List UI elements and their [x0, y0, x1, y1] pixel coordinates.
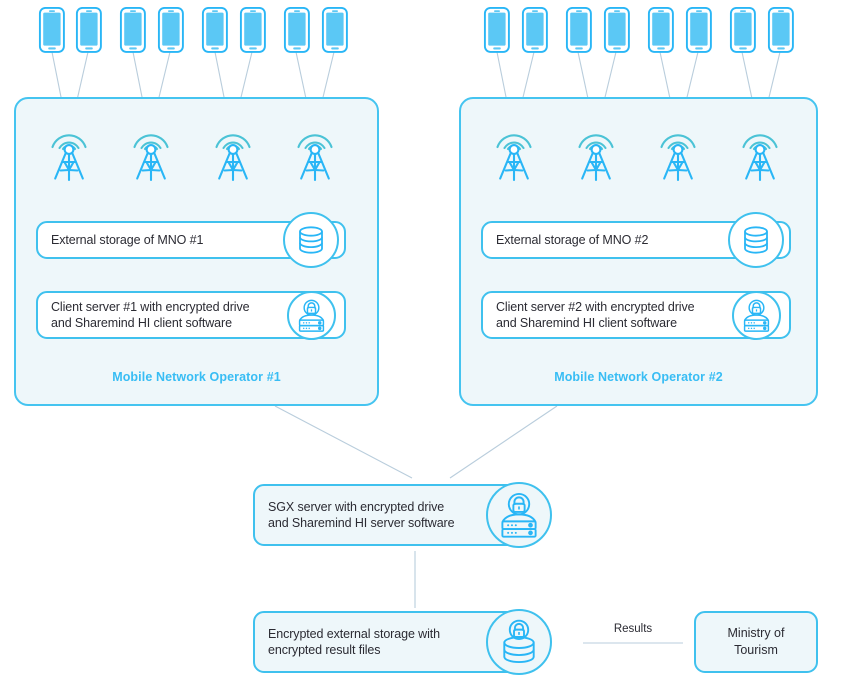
mobile-phone-icon	[157, 6, 184, 53]
mobile-phone-icon	[729, 6, 756, 53]
mobile-phone-icon	[283, 6, 310, 53]
mno2-secure-server-badge	[732, 291, 781, 340]
secure-server-icon	[501, 492, 537, 538]
mno2-external-storage-label: External storage of MNO #2	[496, 233, 649, 247]
sgx-server-badge	[486, 482, 552, 548]
ministry-of-tourism-box[interactable]: Ministry of Tourism	[694, 611, 818, 673]
ministry-of-tourism-label: Ministry of Tourism	[727, 626, 785, 657]
results-edge-label: Results	[613, 623, 653, 635]
mobile-phone-icon	[603, 6, 630, 53]
mobile-phone-icon	[647, 6, 674, 53]
mno1-database-badge	[283, 212, 339, 268]
phone-row-mno1	[38, 6, 348, 53]
secure-server-icon	[298, 299, 325, 332]
mno2-panel-label: Mobile Network Operator #2	[554, 370, 723, 384]
secure-database-icon	[503, 619, 535, 663]
mno1-client-server-label: Client server #1 with encrypted drive an…	[51, 300, 250, 330]
mobile-phone-icon	[38, 6, 65, 53]
encrypted-storage-badge	[486, 609, 552, 675]
mobile-phone-icon	[239, 6, 266, 53]
mobile-phone-icon	[483, 6, 510, 53]
phone-row-mno2	[483, 6, 794, 53]
mobile-phone-icon	[685, 6, 712, 53]
mobile-phone-icon	[201, 6, 228, 53]
mobile-phone-icon	[565, 6, 592, 53]
database-icon	[744, 226, 768, 254]
mobile-phone-icon	[767, 6, 794, 53]
secure-server-icon	[743, 299, 770, 332]
mno2-client-server-label: Client server #2 with encrypted drive an…	[496, 300, 695, 330]
mno1-external-storage-label: External storage of MNO #1	[51, 233, 204, 247]
sgx-server-label: SGX server with encrypted drive and Shar…	[268, 500, 455, 530]
mobile-phone-icon	[119, 6, 146, 53]
mobile-phone-icon	[521, 6, 548, 53]
database-icon	[299, 226, 323, 254]
mno1-panel-label: Mobile Network Operator #1	[112, 370, 281, 384]
encrypted-storage-label: Encrypted external storage with encrypte…	[268, 627, 440, 657]
mobile-phone-icon	[321, 6, 348, 53]
mno2-database-badge	[728, 212, 784, 268]
mobile-phone-icon	[75, 6, 102, 53]
mno1-secure-server-badge	[287, 291, 336, 340]
